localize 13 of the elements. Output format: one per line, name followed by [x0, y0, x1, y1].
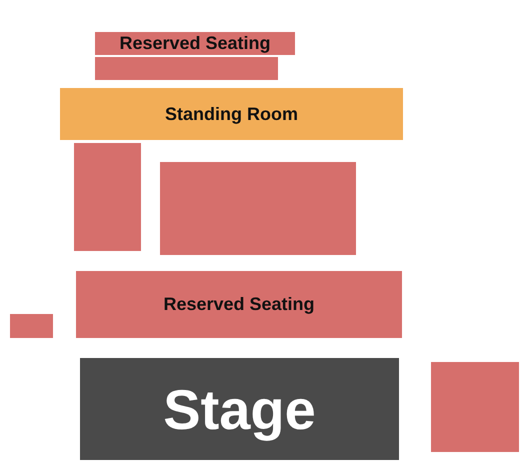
seating-section: [95, 32, 295, 55]
seating-section: [76, 271, 402, 338]
stage: [80, 358, 399, 460]
seating-section: [160, 162, 356, 255]
section-label: Standing Room: [165, 104, 298, 124]
section-label: Stage: [163, 376, 316, 442]
seating-section: [74, 143, 141, 251]
seating-section: [431, 362, 519, 452]
standing-area: [60, 88, 403, 140]
section-label: Reserved Seating: [119, 33, 271, 54]
seating-section: [95, 57, 278, 80]
seating-section: [10, 314, 53, 338]
section-label: Reserved Seating: [163, 294, 315, 315]
